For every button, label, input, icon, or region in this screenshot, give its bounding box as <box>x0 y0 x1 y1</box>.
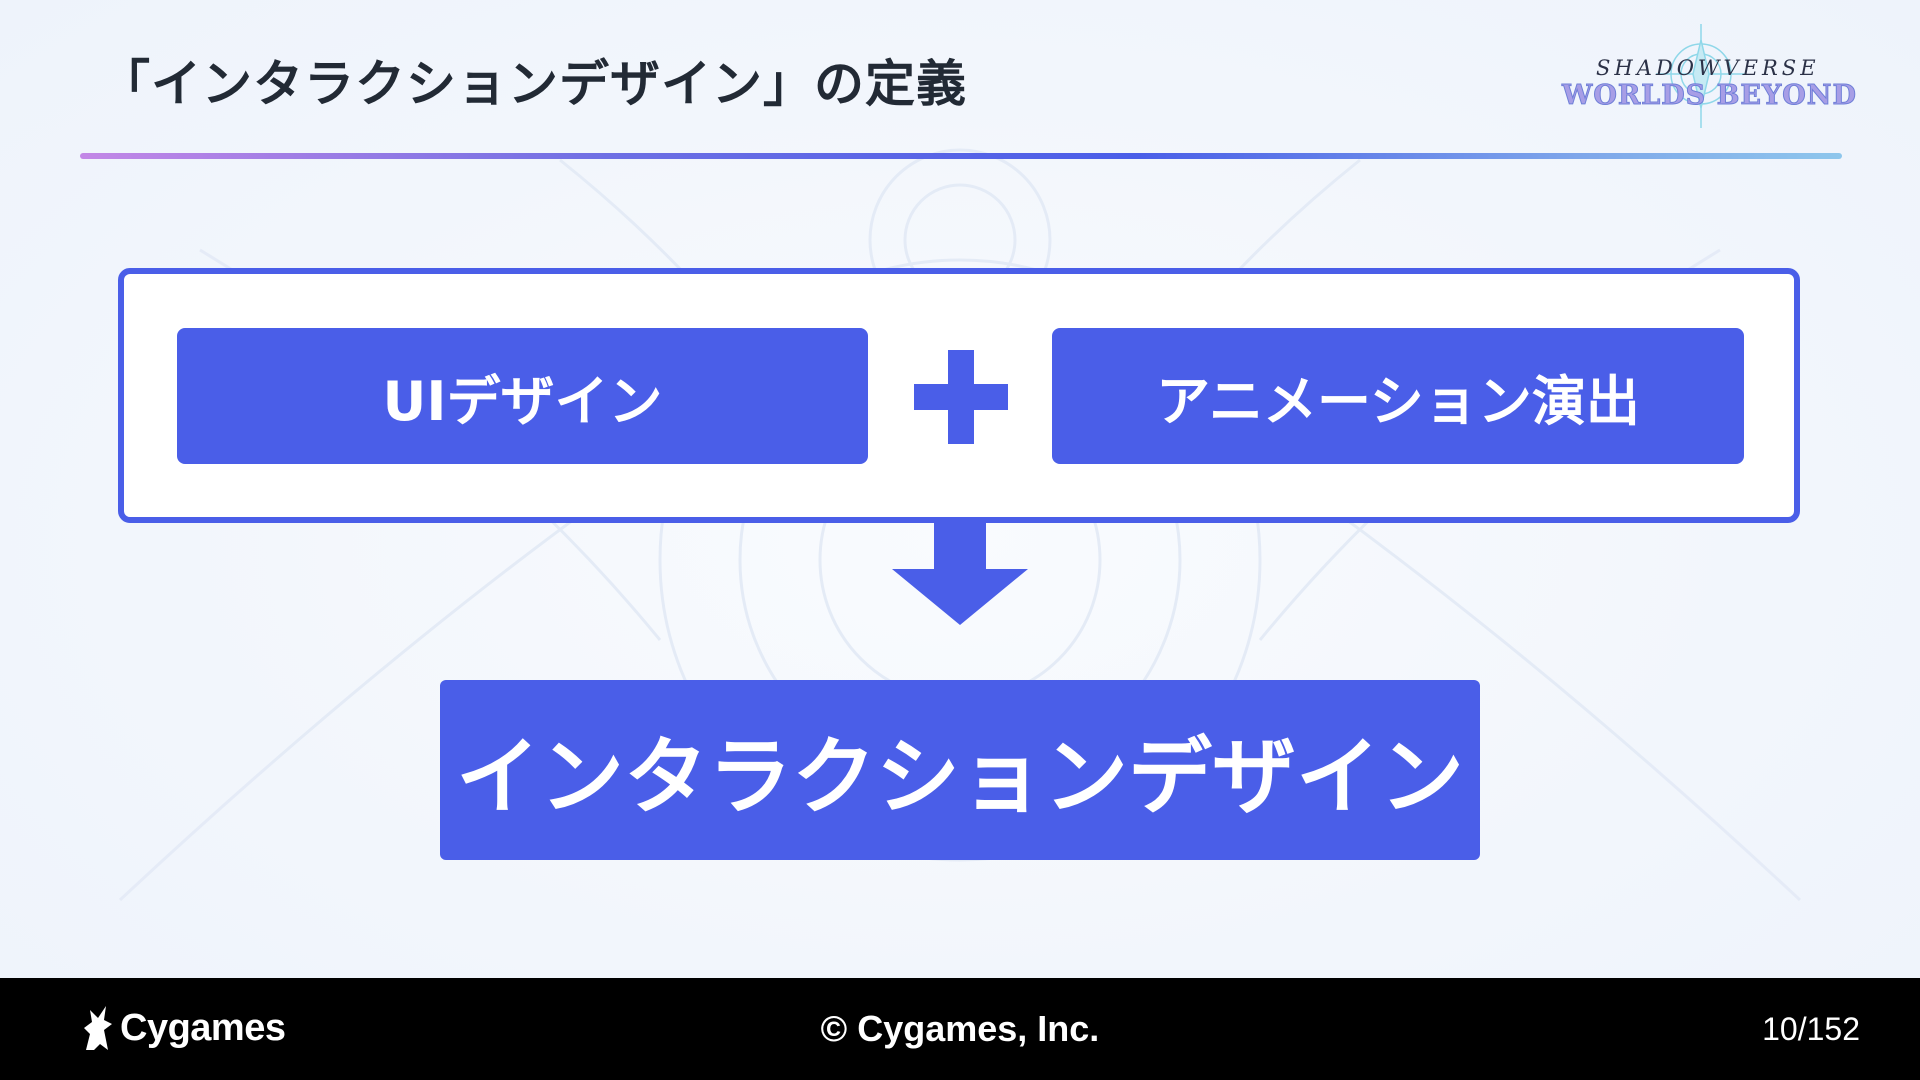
ui-design-box: UIデザイン <box>177 328 868 464</box>
interaction-design-box: インタラクションデザイン <box>440 680 1480 860</box>
arrow-down-icon <box>892 523 1028 625</box>
animation-effects-box: アニメーション演出 <box>1052 328 1744 464</box>
slide: 「インタラクションデザイン」の定義 SHADOWVERSE WORLDS BEY… <box>0 0 1920 978</box>
logo-line-1: SHADOWVERSE <box>1596 56 1820 80</box>
slide-title: 「インタラクションデザイン」の定義 <box>100 55 967 113</box>
compass-emblem-icon <box>1656 24 1746 128</box>
copyright-text: © Cygames, Inc. <box>820 1008 1100 1049</box>
page-number: 10/152 <box>1762 1011 1860 1047</box>
plus-icon <box>914 350 1008 444</box>
title-divider <box>80 153 1842 159</box>
brand-name: Cygames <box>120 1006 286 1049</box>
footer-bar: Cygames © Cygames, Inc. 10/152 <box>0 978 1920 1080</box>
unicorn-icon <box>84 1006 112 1050</box>
logo-line-2: WORLDS BEYOND <box>1562 80 1857 112</box>
game-logo: SHADOWVERSE WORLDS BEYOND <box>1556 20 1856 130</box>
brand-logo: Cygames <box>80 998 286 1058</box>
